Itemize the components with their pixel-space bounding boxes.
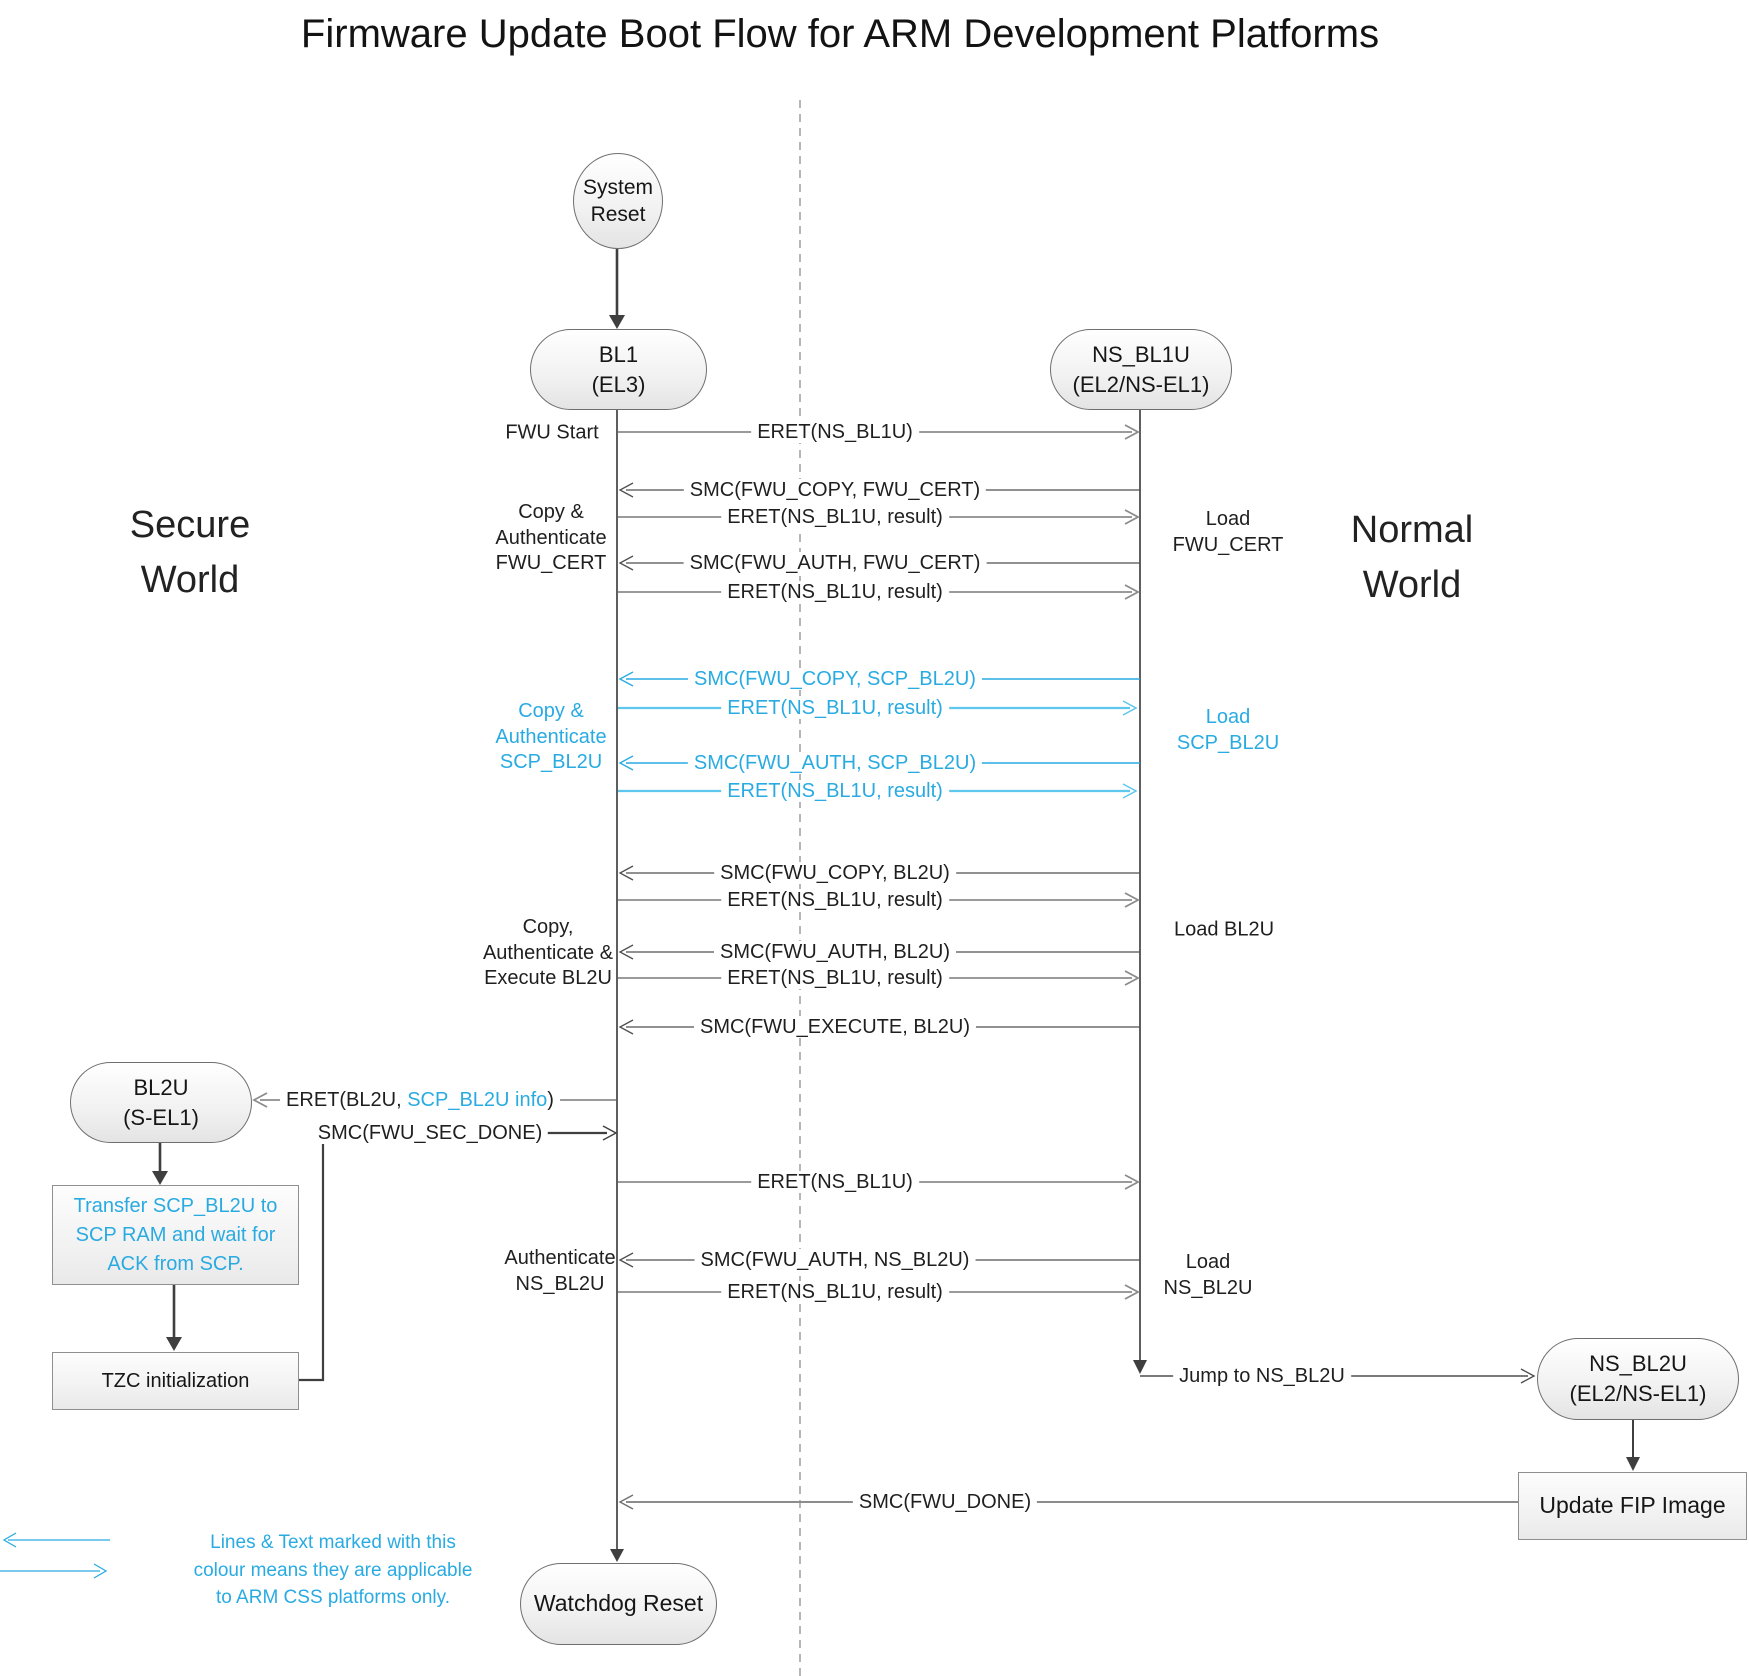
- diagram-title: Firmware Update Boot Flow for ARM Develo…: [300, 12, 1380, 56]
- copy-auth-exec-bl2u-line1: Copy,: [522, 916, 574, 938]
- annotation-auth-ns-bl2u: Authenticate NS_BL2U: [450, 1246, 670, 1297]
- smc-fwu-done-arrow: [618, 1494, 1518, 1510]
- load-ns-bl2u-line1: Load: [1185, 1251, 1231, 1273]
- message-smc-auth-bl2u: SMC(FWU_AUTH, BL2U): [713, 941, 957, 963]
- tzc-initialization-box: TZC initialization: [52, 1352, 299, 1410]
- load-fwu-cert-line2: FWU_CERT: [1172, 533, 1284, 556]
- ns-bl2u-to-update-fip-arrow: [1626, 1418, 1640, 1471]
- message-smc-auth-fwu-cert: SMC(FWU_AUTH, FWU_CERT): [683, 552, 987, 574]
- legend-line2: colour means they are applicable: [193, 1559, 473, 1581]
- annotation-copy-auth-scp-bl2u: Copy & Authenticate SCP_BL2U: [441, 699, 661, 776]
- message-eret-result-3: ERET(NS_BL1U, result): [721, 697, 949, 719]
- message-smc-execute-bl2u: SMC(FWU_EXECUTE, BL2U): [693, 1016, 977, 1038]
- watchdog-reset-label: Watchdog Reset: [533, 1590, 704, 1617]
- annotation-load-bl2u: Load BL2U: [1173, 918, 1275, 941]
- message-jump-to-ns-bl2u: Jump to NS_BL2U: [1173, 1365, 1351, 1387]
- message-eret-bl2u: ERET(BL2U, SCP_BL2U info): [280, 1089, 560, 1111]
- message-smc-sec-done: SMC(FWU_SEC_DONE): [311, 1122, 549, 1144]
- normal-world-label: Normal World: [1292, 503, 1532, 613]
- annotation-load-fwu-cert: Load FWU_CERT: [1148, 507, 1308, 558]
- system-reset-line2: Reset: [590, 203, 646, 226]
- load-scp-bl2u-line1: Load: [1205, 706, 1251, 728]
- ns-bl2u-el: (EL2/NS-EL1): [1569, 1381, 1707, 1406]
- ns-bl2u-name: NS_BL2U: [1589, 1351, 1687, 1377]
- load-scp-bl2u-line2: SCP_BL2U: [1176, 731, 1280, 754]
- bl1-el: (EL3): [591, 371, 646, 397]
- copy-auth-exec-bl2u-line2: Authenticate &: [482, 941, 614, 964]
- message-smc-copy-fwu-cert: SMC(FWU_COPY, FWU_CERT): [683, 479, 987, 501]
- secure-world-label: Secure World: [70, 498, 310, 608]
- message-eret-result-1: ERET(NS_BL1U, result): [721, 506, 949, 528]
- copy-auth-exec-bl2u-line3: Execute BL2U: [484, 967, 612, 990]
- bl1-lifeline: [610, 408, 624, 1562]
- bl2u-to-transfer-arrow: [152, 1141, 168, 1185]
- bl1-name: BL1: [598, 341, 639, 367]
- auth-ns-bl2u-line1: Authenticate: [504, 1247, 616, 1269]
- message-smc-copy-bl2u: SMC(FWU_COPY, BL2U): [714, 862, 956, 884]
- message-eret-bl2u-highlight: SCP_BL2U info: [407, 1089, 548, 1111]
- message-eret-result-2: ERET(NS_BL1U, result): [721, 581, 949, 603]
- message-eret-result-4: ERET(NS_BL1U, result): [721, 780, 949, 802]
- bl2u-name: BL2U: [133, 1074, 189, 1100]
- secure-world-line2: World: [140, 559, 240, 602]
- copy-auth-fwu-cert-line3: FWU_CERT: [495, 552, 607, 575]
- ns-bl1u-el: (EL2/NS-EL1): [1072, 371, 1210, 397]
- annotation-load-scp-bl2u: Load SCP_BL2U: [1148, 705, 1308, 756]
- bl2u-el: (S-EL1): [123, 1104, 199, 1130]
- annotation-load-ns-bl2u: Load NS_BL2U: [1128, 1250, 1288, 1301]
- watchdog-reset-node: Watchdog Reset: [520, 1563, 717, 1645]
- ns-bl2u-node: NS_BL2U (EL2/NS-EL1): [1537, 1338, 1739, 1420]
- message-eret-bl2u-suffix: ): [547, 1089, 554, 1111]
- message-smc-copy-scp-bl2u: SMC(FWU_COPY, SCP_BL2U): [688, 668, 982, 690]
- bl1-node: BL1 (EL3): [530, 329, 707, 410]
- annotation-fwu-start: FWU Start: [505, 421, 599, 444]
- message-smc-fwu-done: SMC(FWU_DONE): [852, 1491, 1038, 1513]
- copy-auth-scp-bl2u-line1: Copy &: [518, 700, 584, 722]
- update-fip-image-box: Update FIP Image: [1518, 1472, 1747, 1540]
- message-eret-result-5: ERET(NS_BL1U, result): [721, 889, 949, 911]
- transfer-scp-bl2u-box: Transfer SCP_BL2U to SCP RAM and wait fo…: [52, 1185, 299, 1285]
- ns-bl1u-node: NS_BL1U (EL2/NS-EL1): [1050, 329, 1232, 410]
- legend-line3: to ARM CSS platforms only.: [215, 1587, 451, 1609]
- normal-world-line1: Normal: [1350, 509, 1474, 551]
- ns-bl1u-lifeline: [1133, 408, 1147, 1374]
- message-smc-auth-ns-bl2u: SMC(FWU_AUTH, NS_BL2U): [694, 1249, 976, 1271]
- system-reset-line1: System: [582, 175, 653, 199]
- transfer-scp-line3: ACK from SCP.: [107, 1252, 244, 1275]
- system-reset-to-bl1-arrow: [609, 247, 625, 329]
- copy-auth-fwu-cert-line2: Authenticate: [495, 526, 607, 549]
- update-fip-image-label: Update FIP Image: [1539, 1492, 1726, 1519]
- copy-auth-fwu-cert-line1: Copy &: [518, 501, 584, 523]
- normal-world-line2: World: [1362, 564, 1462, 607]
- legend-sample-arrows: [0, 1532, 110, 1579]
- message-eret-result-7: ERET(NS_BL1U, result): [721, 1281, 949, 1303]
- annotation-copy-auth-fwu-cert: Copy & Authenticate FWU_CERT: [441, 500, 661, 577]
- transfer-scp-line2: SCP RAM and wait for: [75, 1223, 276, 1246]
- load-fwu-cert-line1: Load: [1205, 508, 1251, 530]
- bl2u-node: BL2U (S-EL1): [70, 1062, 252, 1143]
- copy-auth-scp-bl2u-line3: SCP_BL2U: [499, 751, 603, 774]
- ns-bl1u-name: NS_BL1U: [1092, 341, 1190, 367]
- css-platforms-legend: Lines & Text marked with this colour mea…: [178, 1529, 488, 1612]
- message-eret-result-6: ERET(NS_BL1U, result): [721, 967, 949, 989]
- transfer-scp-line1: Transfer SCP_BL2U to: [73, 1194, 278, 1217]
- message-eret-ns-bl1u-start: ERET(NS_BL1U): [751, 421, 919, 443]
- transfer-to-tzc-arrow: [166, 1283, 182, 1351]
- message-eret-ns-bl1u-2: ERET(NS_BL1U): [751, 1171, 919, 1193]
- annotation-copy-auth-exec-bl2u: Copy, Authenticate & Execute BL2U: [438, 915, 658, 992]
- message-eret-bl2u-prefix: ERET(BL2U,: [286, 1089, 408, 1111]
- legend-line1: Lines & Text marked with this: [210, 1532, 456, 1553]
- system-reset-node: System Reset: [573, 153, 663, 249]
- auth-ns-bl2u-line2: NS_BL2U: [515, 1272, 605, 1295]
- copy-auth-scp-bl2u-line2: Authenticate: [495, 725, 607, 748]
- secure-world-line1: Secure: [129, 504, 251, 546]
- load-ns-bl2u-line2: NS_BL2U: [1163, 1276, 1253, 1299]
- tzc-initialization-label: TZC initialization: [101, 1369, 250, 1392]
- message-smc-auth-scp-bl2u: SMC(FWU_AUTH, SCP_BL2U): [687, 752, 983, 774]
